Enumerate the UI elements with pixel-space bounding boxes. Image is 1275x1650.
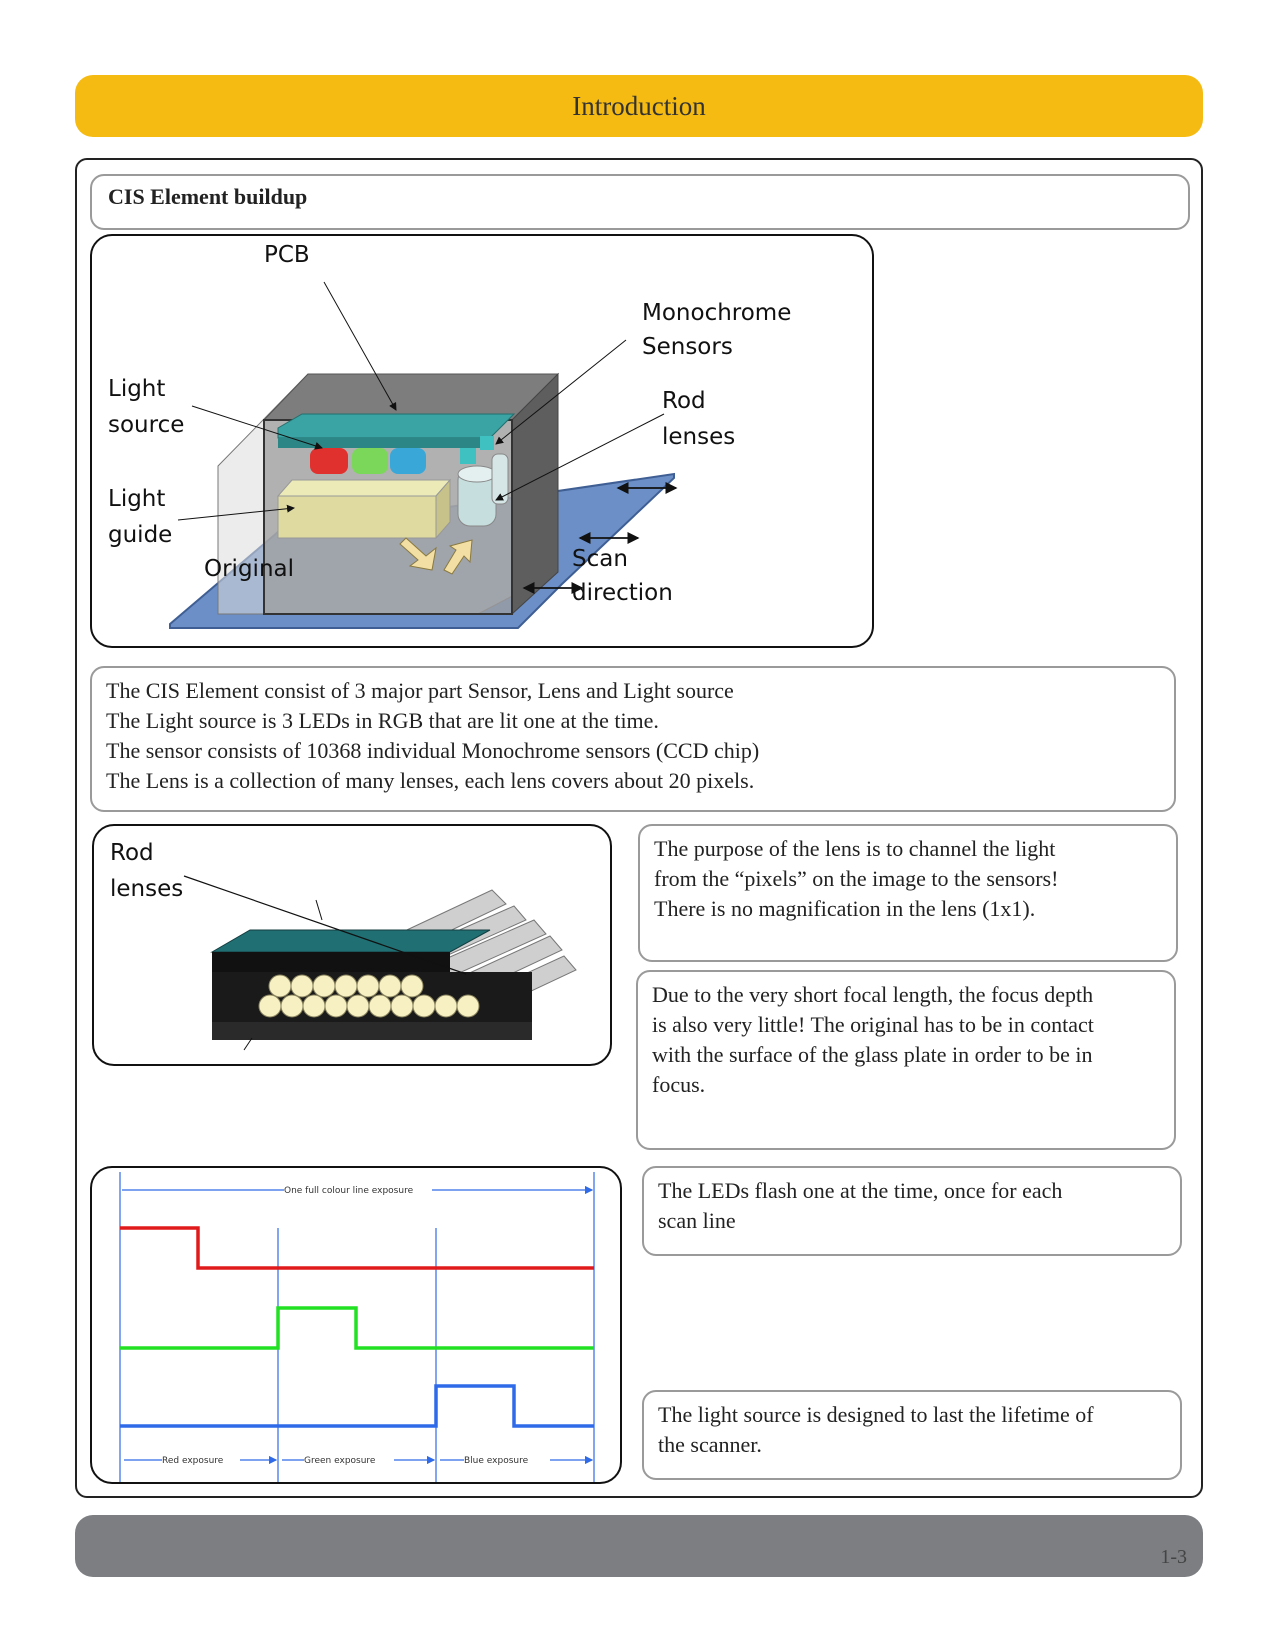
cis-buildup-illustration: PCB Monochrome Sensors Light source Rod …	[108, 242, 791, 629]
pcb-edge	[278, 438, 490, 448]
pcb-leader	[323, 281, 397, 411]
housing-top	[262, 373, 560, 421]
tick-line	[243, 1037, 253, 1051]
focus-line: with the surface of the glass plate in o…	[652, 1042, 1093, 1067]
rod-lens-cylinder	[491, 453, 509, 505]
section-title-text: CIS Element buildup	[108, 184, 308, 209]
led-flash-box: The LEDs flash one at the time, once for…	[642, 1166, 1182, 1256]
light-guide	[277, 495, 437, 539]
lens-purpose-box: The purpose of the lens is to channel th…	[638, 824, 1178, 962]
lens-array-cover	[212, 952, 450, 972]
rod-lenses-leader	[495, 413, 665, 501]
red-exposure-label: Red exposure	[162, 1456, 224, 1466]
lens-purpose-line: There is no magnification in the lens (1…	[654, 896, 1036, 921]
light-guide-label: Light	[108, 486, 165, 512]
original-label: Original	[204, 556, 294, 582]
intro-line: The sensor consists of 10368 individual …	[106, 738, 760, 763]
light-arrow-down	[399, 537, 437, 571]
light-guide-top	[276, 479, 452, 497]
pcb-board	[277, 413, 516, 439]
intro-text-box: The CIS Element consist of 3 major part …	[90, 666, 1176, 812]
pcb-label: PCB	[264, 242, 310, 268]
section-title: CIS Element buildup	[90, 174, 1190, 230]
page-title: Introduction	[572, 90, 706, 121]
green-exposure-label: Green exposure	[304, 1456, 376, 1466]
focus-line: is also very little! The original has to…	[652, 1012, 1094, 1037]
blue-led-signal	[120, 1384, 594, 1428]
led-timing-chart: One full colour line exposure Red exposu…	[119, 1172, 595, 1482]
focus-line: focus.	[652, 1072, 706, 1097]
page-number: 1-3	[1160, 1546, 1187, 1568]
footer-bar: 1-3	[75, 1515, 1203, 1577]
scan-direction-arrows	[522, 482, 678, 594]
light-guide-label-2: guide	[108, 522, 172, 548]
timing-guides	[119, 1172, 595, 1482]
sensor-block	[480, 436, 494, 450]
sensors-leader	[495, 339, 627, 445]
intro-line: The Light source is 3 LEDs in RGB that a…	[106, 708, 659, 733]
rod-lenses-illustration: Rod lenses	[110, 840, 577, 1051]
focus-depth-box: Due to the very short focal length, the …	[636, 970, 1176, 1150]
rod-lens-top	[457, 465, 497, 483]
intro-line: The CIS Element consist of 3 major part …	[106, 678, 734, 703]
header-bar: Introduction	[75, 75, 1203, 137]
rod-label: Rod	[662, 388, 706, 414]
green-led-signal	[120, 1306, 594, 1350]
scan-label: Scan	[572, 546, 628, 572]
lens-purpose-line: The purpose of the lens is to channel th…	[654, 836, 1056, 861]
content-frame	[75, 158, 1203, 1498]
lens-purpose-line: from the “pixels” on the image to the se…	[654, 866, 1059, 891]
blue-led	[390, 448, 426, 474]
cis-buildup-diagram: PCB Monochrome Sensors Light source Rod …	[90, 234, 874, 648]
light-guide-side	[435, 478, 451, 540]
lenses-label: lenses	[662, 424, 735, 450]
light-source-label: Light	[108, 376, 165, 402]
led-timing-diagram: One full colour line exposure Red exposu…	[90, 1166, 622, 1484]
sensor-block	[460, 448, 476, 464]
lifetime-box: The light source is designed to last the…	[642, 1390, 1182, 1480]
sensors-label: Sensors	[642, 334, 733, 360]
light-arrow-up	[443, 539, 473, 575]
rod-lenses-leader	[183, 875, 467, 975]
lifetime-line: the scanner.	[658, 1432, 762, 1457]
red-led-signal	[120, 1226, 594, 1270]
rod-lens-ends	[258, 974, 480, 1018]
lens-array-top	[210, 929, 491, 953]
light-source-leader	[191, 405, 323, 450]
lifetime-line: The light source is designed to last the…	[658, 1402, 1094, 1427]
monochrome-label: Monochrome	[642, 300, 791, 326]
rod-lenses-diagram: Rod lenses	[92, 824, 612, 1066]
direction-label: direction	[572, 580, 673, 606]
focus-line: Due to the very short focal length, the …	[652, 982, 1094, 1007]
green-led	[352, 448, 388, 474]
led-flash-line: scan line	[658, 1208, 736, 1233]
rod-label: Rod	[110, 840, 154, 866]
light-source-label-2: source	[108, 412, 184, 438]
full-line-label: One full colour line exposure	[284, 1186, 414, 1196]
light-guide-leader	[177, 504, 295, 521]
red-led	[310, 448, 348, 474]
lenses-label: lenses	[110, 876, 183, 902]
led-flash-line: The LEDs flash one at the time, once for…	[658, 1178, 1063, 1203]
lens-array-base	[212, 1022, 532, 1040]
intro-line: The Lens is a collection of many lenses,…	[106, 768, 755, 793]
tick-line	[315, 899, 323, 921]
blue-exposure-label: Blue exposure	[464, 1456, 529, 1466]
